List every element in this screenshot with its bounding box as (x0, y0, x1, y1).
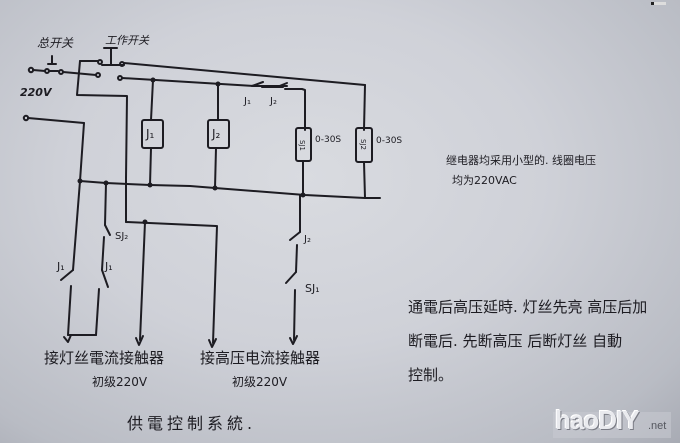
contact-j1-top-label: J₁ (243, 96, 251, 107)
watermark-suffix: .net (648, 420, 667, 432)
output-1-line2: 初级220V (92, 375, 148, 389)
watermark-box (553, 412, 671, 438)
watermark-logo: haoDIY (555, 405, 640, 435)
operation-note-line1: 通電后高压延時. 灯丝先亮 高压后加 (408, 298, 648, 316)
output-2-line2: 初级220V (232, 375, 288, 389)
diagram-title: 供電控制系統. (127, 414, 257, 433)
output-2-line1: 接高压电流接触器 (200, 349, 321, 367)
corner-mark (651, 2, 666, 5)
relay-note-line2: 均为220VAC (452, 174, 517, 187)
contact-j2-top-label: J₂ (269, 96, 277, 107)
timer-sj1-range: 0-30S (315, 135, 341, 145)
relay-j2-label: J₂ (211, 127, 221, 141)
relay-note-line1: 继电器均采用小型的. 线圈电压 (446, 154, 596, 167)
output-1-line1: 接灯丝電流接触器 (44, 349, 165, 367)
timer-sj2-label: SJ2 (359, 139, 367, 150)
off-switch-label: 总开关 (37, 36, 74, 50)
relay-j1-coil (141, 119, 164, 149)
operation-note-line2: 断電后. 先断高压 后断灯丝 自動 (408, 332, 623, 350)
relay-j2-coil (207, 119, 230, 149)
supply-voltage-label: 220V (20, 86, 53, 99)
timer-sj2-range: 0-30S (376, 136, 402, 146)
contact-sj2-label: SJ₂ (115, 231, 128, 242)
contact-j2-right-label: J₂ (303, 234, 311, 245)
contact-j1-left-a-label: J₁ (56, 260, 65, 273)
work-switch-label: 工作开关 (105, 34, 150, 47)
contact-j1-left-b-label: J₁ (104, 260, 113, 273)
operation-note-line3: 控制。 (408, 366, 454, 384)
contact-sj1-right-label: SJ₁ (305, 282, 320, 295)
relay-j1-label: J₁ (145, 127, 155, 141)
timer-sj1-label: SJ1 (298, 140, 306, 151)
